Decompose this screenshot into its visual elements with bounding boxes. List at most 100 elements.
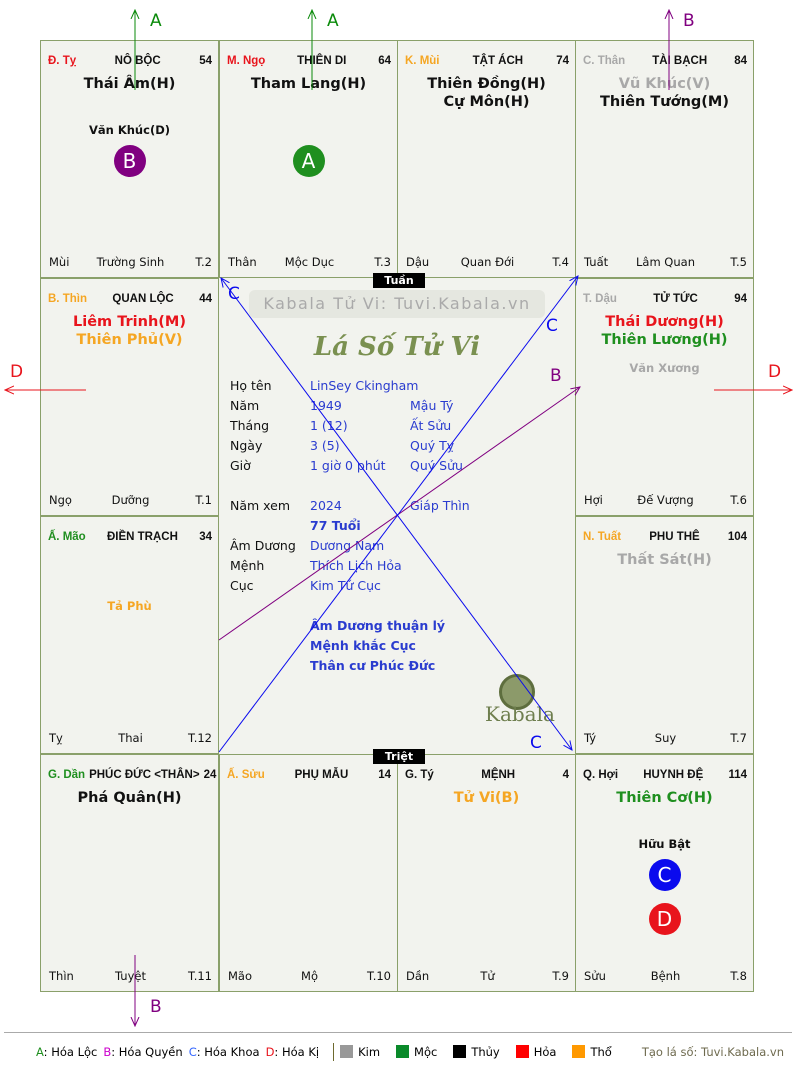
palace-can-chi: M. Ngọ: [227, 55, 266, 67]
legend-element-item: Hỏa: [515, 1045, 563, 1059]
minor-star: Hữu Bật: [638, 837, 691, 851]
palace-month: T.7: [730, 731, 747, 745]
legend-text: : Hóa Kị: [274, 1045, 320, 1059]
legend-text: Thủy: [471, 1045, 500, 1059]
legend-element-item: Thủy: [453, 1045, 505, 1059]
palace-stage: Quan Đới: [460, 255, 515, 269]
palace-stage: Bệnh: [650, 969, 681, 983]
legend-key: C: [188, 1045, 197, 1059]
palace-branch: Tý: [584, 731, 597, 745]
main-stars: Tham Lang(H): [220, 75, 397, 93]
legend-text: Hỏa: [533, 1045, 557, 1059]
triet-tag: Triệt: [373, 749, 425, 764]
info-label: Họ tên: [230, 378, 272, 393]
info-value: 1 giờ 0 phút: [310, 458, 386, 473]
hoa-badge-b: B: [113, 145, 146, 177]
main-star: Thiên Đồng(H): [427, 76, 546, 92]
info-label: Năm: [230, 398, 260, 413]
palace-name: TÀI BẠCH: [652, 55, 708, 67]
info-canchi: Quý Tỵ: [410, 438, 455, 453]
main-stars: Vũ Khúc(V)Thiên Tướng(M): [576, 75, 753, 111]
main-star: Tử Vi(B): [453, 790, 520, 806]
palace-can-chi: Q. Hợi: [583, 769, 619, 781]
palace-age: 54: [199, 55, 212, 67]
palace-stage: Lâm Quan: [636, 255, 695, 269]
label-b-mid: B: [550, 366, 562, 386]
main-star: Liêm Trinh(M): [73, 314, 186, 330]
palace-can-chi: Đ. Tỵ: [48, 55, 77, 67]
palace-month: T.8: [730, 969, 747, 983]
label-c1: C: [228, 284, 240, 304]
palace-branch: Tỵ: [49, 731, 63, 745]
palace-age: 64: [378, 55, 391, 67]
info-canchi: Giáp Thìn: [410, 498, 470, 513]
palace-can-chi: K. Mùi: [405, 55, 440, 67]
palace-month: T.3: [374, 255, 391, 269]
hoa-badge-d: D: [648, 903, 681, 935]
main-stars: Thái Dương(H)Thiên Lương(H): [576, 313, 753, 349]
info-canchi: Mậu Tý: [410, 398, 454, 413]
legend-text: Mộc: [414, 1045, 438, 1059]
info-label: Tháng: [230, 418, 270, 433]
credit-link[interactable]: Tạo lá số: Tuvi.Kabala.vn: [641, 1045, 784, 1059]
legend-text: Thổ: [590, 1045, 612, 1059]
palace-name: MỆNH: [481, 769, 516, 781]
palace-age: 24: [203, 769, 217, 781]
palace-branch: Thìn: [49, 969, 74, 983]
main-star: Thái Dương(H): [605, 314, 724, 330]
palace-can-chi: Ấ. Mão: [48, 531, 86, 543]
palace-month: T.2: [195, 255, 212, 269]
palace-age: 104: [727, 531, 747, 543]
info-value: Thích Lịch Hỏa: [310, 558, 402, 573]
palace-can-chi: T. Dậu: [583, 293, 617, 305]
watermark: Kabala Tử Vi: Tuvi.Kabala.vn: [249, 290, 545, 318]
palace-branch: Mùi: [49, 255, 70, 269]
palace-branch: Thân: [228, 255, 257, 269]
main-star: Vũ Khúc(V): [618, 76, 711, 92]
palace-age: 14: [378, 769, 391, 781]
palace-stage: Đế Vượng: [637, 493, 694, 507]
palace-name: QUAN LỘC: [112, 293, 174, 305]
palace-month: T.6: [730, 493, 747, 507]
info-label: Mệnh: [230, 558, 265, 573]
info-value: 1 (12): [310, 418, 348, 433]
legend-text: Kim: [358, 1045, 381, 1059]
legend-text: : Hóa Lộc: [43, 1045, 98, 1059]
palace-stage: Tử: [480, 969, 495, 983]
element-swatch-icon: [340, 1045, 354, 1058]
info-value: 2024: [310, 498, 342, 513]
palace-can-chi: Ấ. Sửu: [227, 769, 265, 781]
info-value: 77 Tuổi: [310, 518, 361, 533]
legend-element-item: Kim: [340, 1045, 386, 1059]
palace-stage: Dưỡng: [111, 493, 150, 507]
legend-key: B: [103, 1045, 112, 1059]
legend-text: : Hóa Quyền: [111, 1045, 183, 1059]
palace-name: TỬ TỨC: [653, 293, 698, 305]
legend-key: A: [36, 1045, 44, 1059]
element-swatch-icon: [396, 1045, 410, 1058]
info-value: 3 (5): [310, 438, 340, 453]
